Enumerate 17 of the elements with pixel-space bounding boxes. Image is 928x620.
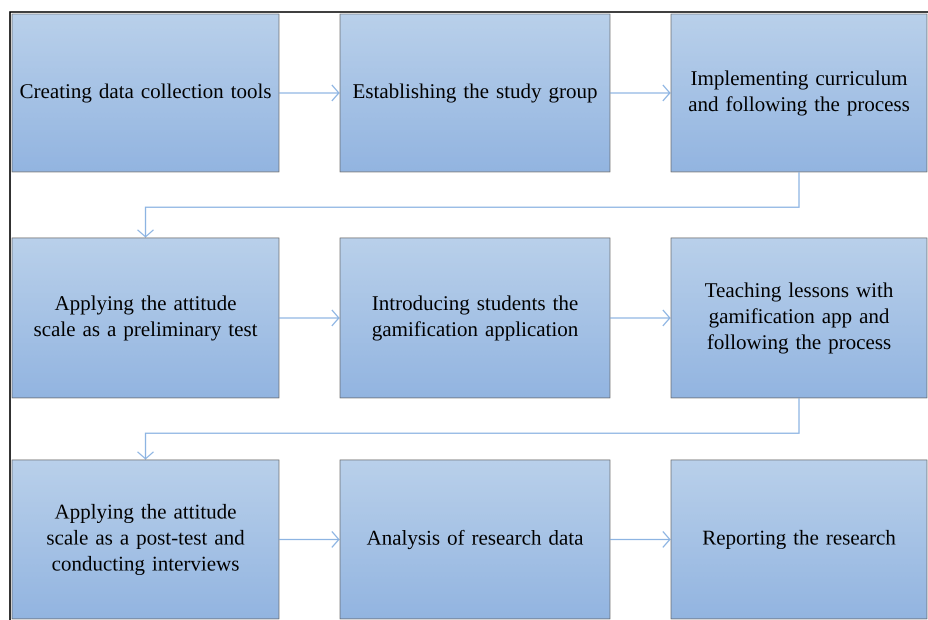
arrow [279,531,340,548]
arrow [279,84,340,102]
process-box: Analysis of research data [340,460,610,620]
process-box: Creating data collection tools [12,14,280,172]
process-box: Implementing curriculum and following the process [670,14,928,172]
arrow [137,398,800,460]
process-box: Introducing students the gamification application [340,238,610,398]
process-box: Establishing the study group [340,14,610,172]
arrow [137,172,800,238]
arrow [610,84,671,102]
process-box: Reporting the research [670,460,928,620]
arrow [610,531,671,548]
process-box: Teaching lessons with gamification app and following the process [670,238,928,398]
process-box: Applying the attitude scale as a preliminary test [12,238,280,398]
arrow [610,310,671,326]
process-box: Applying the attitude scale as a post-test and conducting interviews [12,460,280,620]
arrow [279,310,340,326]
